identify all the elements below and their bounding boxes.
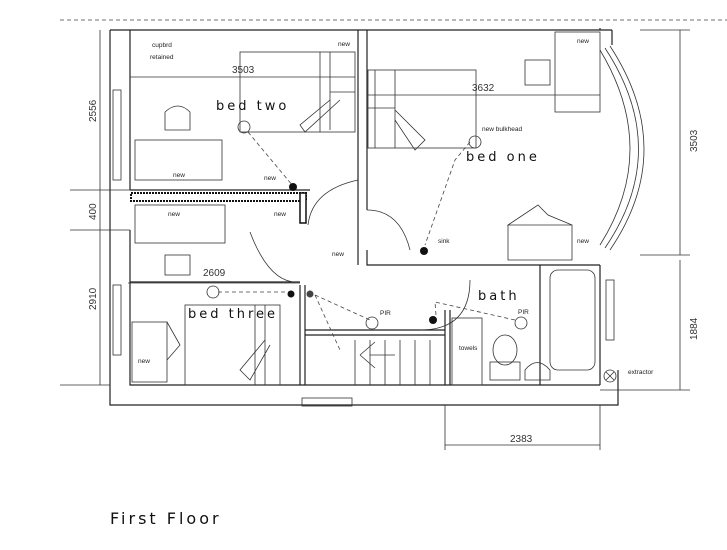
note-extractor: extractor bbox=[628, 369, 654, 376]
dim-bed-two-width: 3503 bbox=[232, 65, 255, 76]
note-pir: PIR bbox=[380, 310, 391, 317]
note-pir: PIR bbox=[518, 309, 529, 316]
dim-bed-one-width: 3632 bbox=[472, 83, 495, 94]
note-new-bulkhead: new bulkhead bbox=[482, 126, 522, 133]
electrical bbox=[206, 120, 528, 351]
furniture bbox=[131, 31, 617, 386]
dim-right-upper: 3503 bbox=[689, 129, 700, 152]
note-retained: retained bbox=[150, 54, 174, 61]
outer-walls bbox=[109, 28, 619, 407]
room-label-bed-two: bed two bbox=[216, 99, 289, 114]
note-sink: sink bbox=[438, 238, 450, 245]
note-new: new bbox=[168, 211, 180, 218]
door-swings bbox=[249, 179, 471, 331]
room-label-bath: bath bbox=[478, 289, 520, 304]
note-new: new bbox=[577, 238, 589, 245]
note-new: new bbox=[274, 211, 286, 218]
dimension-lines bbox=[60, 29, 690, 450]
dim-bed-three-width: 2609 bbox=[203, 268, 226, 279]
note-towels: towels bbox=[459, 345, 478, 352]
dim-right-lower: 1884 bbox=[689, 317, 700, 340]
dim-left-upper: 2556 bbox=[88, 99, 99, 122]
bay-window bbox=[599, 45, 645, 251]
plan-title: First Floor bbox=[110, 509, 222, 528]
room-label-bed-one: bed one bbox=[466, 150, 540, 165]
note-cupbrd: cupbrd bbox=[152, 42, 172, 49]
dim-left-lower: 2910 bbox=[88, 287, 99, 310]
dim-left-mid: 400 bbox=[88, 203, 99, 220]
dim-bottom: 2383 bbox=[510, 434, 533, 445]
internal-walls bbox=[130, 30, 601, 385]
note-new: new bbox=[264, 175, 276, 182]
note-new: new bbox=[338, 41, 350, 48]
note-new: new bbox=[332, 251, 344, 258]
note-new: new bbox=[173, 172, 185, 179]
note-new: new bbox=[138, 358, 150, 365]
note-new: new bbox=[577, 38, 589, 45]
room-label-bed-three: bed three bbox=[188, 307, 278, 322]
